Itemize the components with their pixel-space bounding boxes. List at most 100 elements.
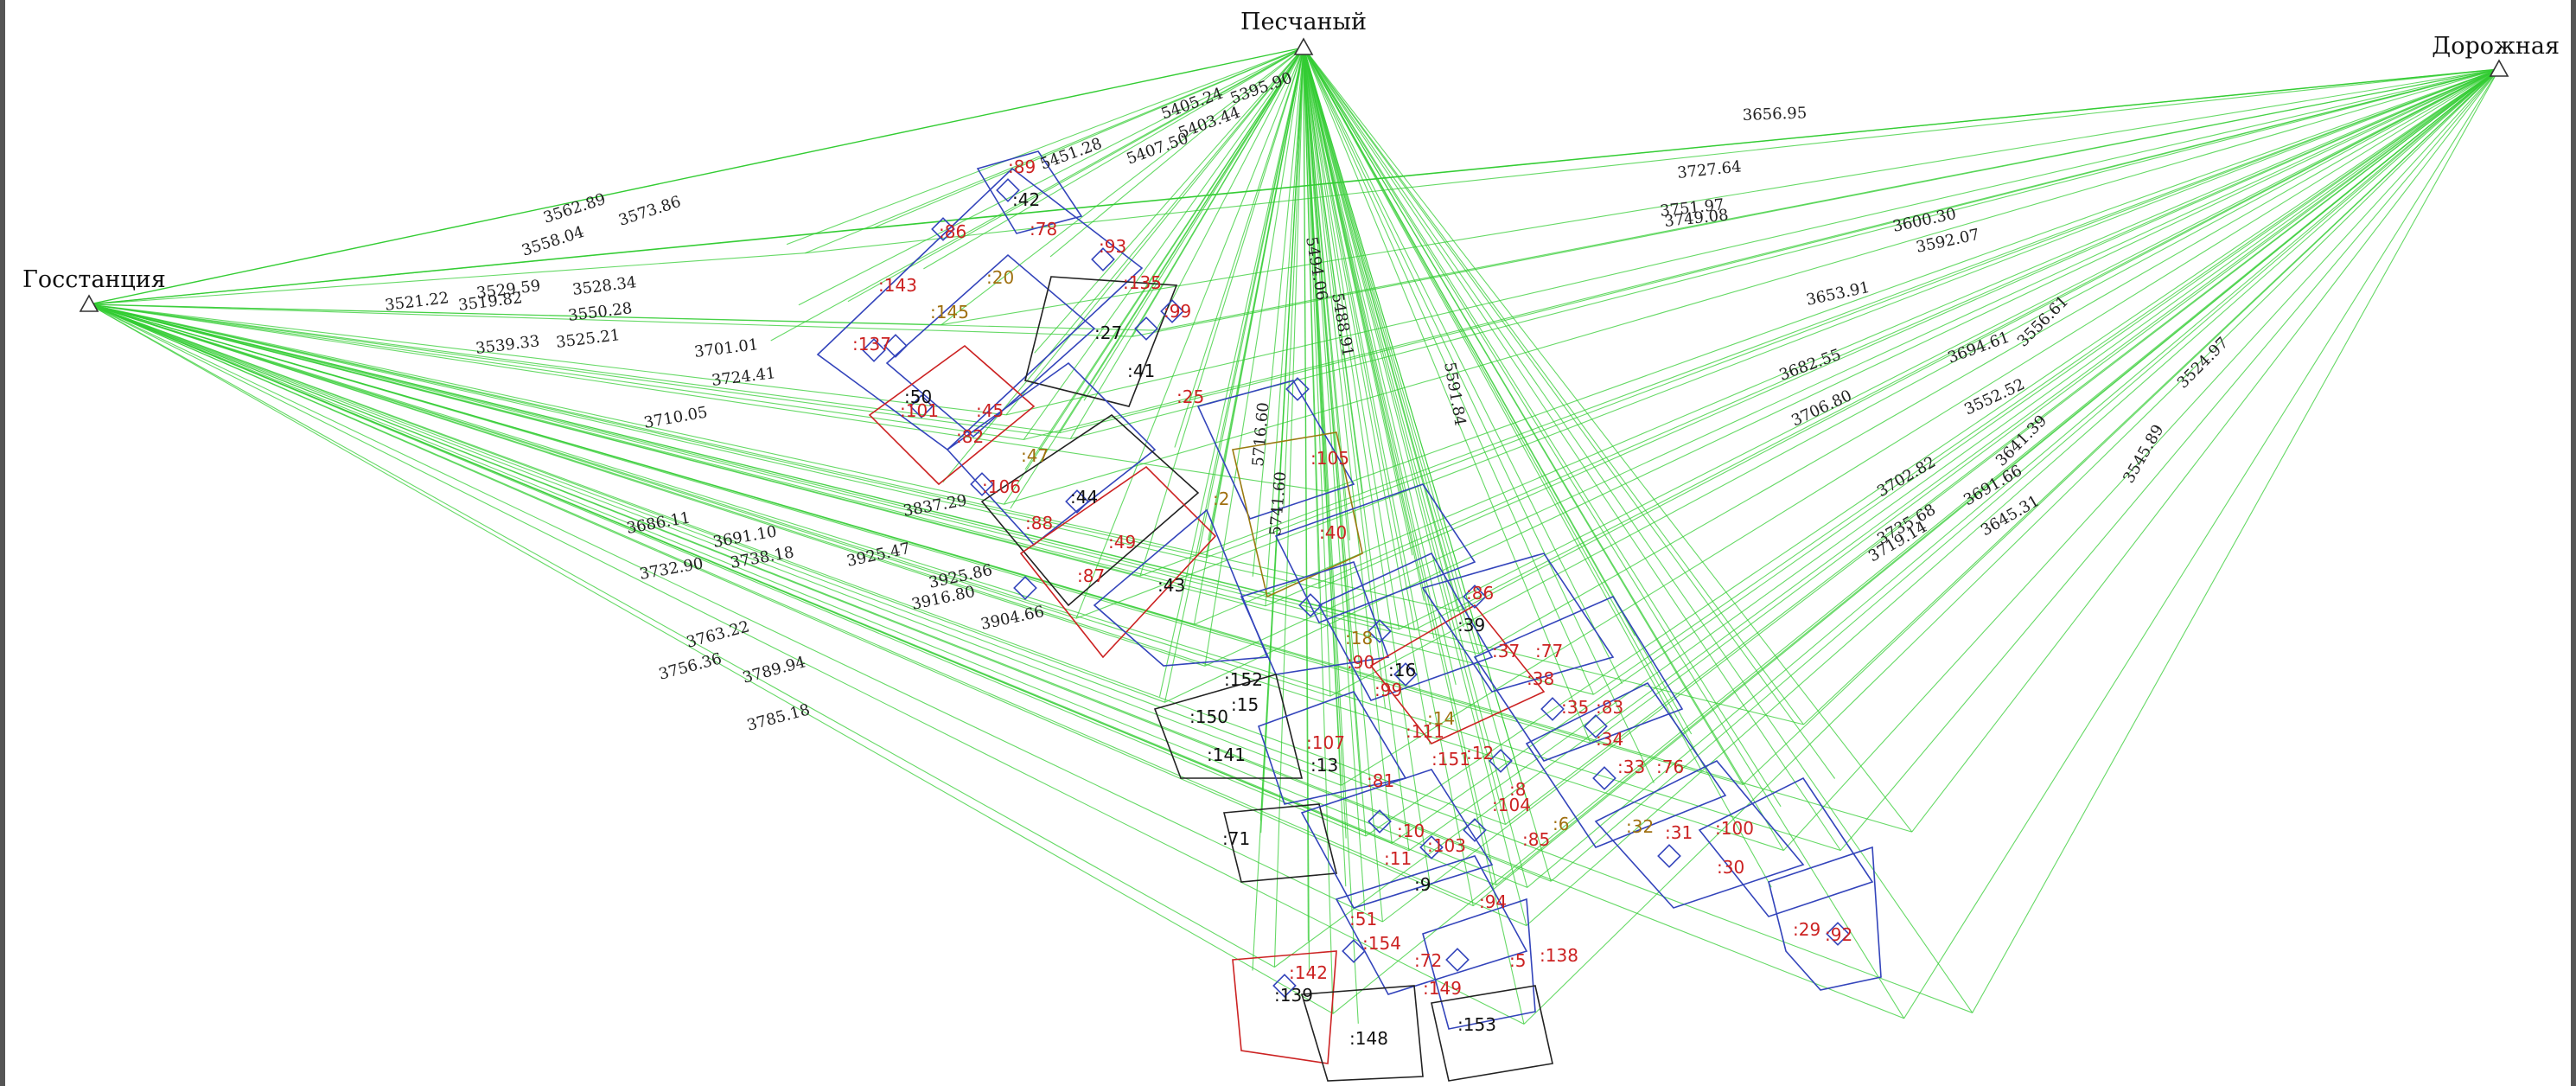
sight-line-pes — [1303, 47, 1331, 697]
parcel-labels: :89:42:86:78:93:143:145:20:135:137:27:99… — [852, 157, 1852, 1049]
sight-line-pes — [847, 47, 1304, 303]
point-marker — [1463, 818, 1487, 842]
sight-line-dor — [1070, 68, 2500, 440]
station-name: Госстанция — [22, 266, 166, 293]
parcel-label: :45 — [976, 400, 1004, 421]
parcel-label: :71 — [1222, 828, 1250, 849]
sight-line-dor — [1590, 68, 2500, 744]
sight-line-pes — [1303, 47, 1636, 636]
sight-line-dor — [1840, 68, 2500, 851]
parcel-outline — [1768, 846, 1882, 991]
parcel-label: :32 — [1626, 816, 1654, 837]
distance-label: 3738.18 — [729, 543, 795, 572]
distance-label: 3521.22 — [384, 289, 450, 315]
sight-line-pes — [1303, 47, 1410, 851]
sight-line-pes — [1303, 47, 1529, 806]
parcel-label: :103 — [1427, 835, 1466, 856]
distance-label: 3519.82 — [457, 289, 523, 315]
distance-label: 3573.86 — [616, 193, 683, 230]
sight-line-pes — [1303, 47, 1528, 888]
parcel-label: :142 — [1289, 962, 1328, 983]
sight-line-gos — [88, 303, 1415, 630]
parcel-label: :81 — [1367, 770, 1394, 791]
distance-label: 3701.01 — [693, 335, 759, 361]
parcel-label: :138 — [1540, 945, 1578, 966]
parcel-label: :9 — [1414, 874, 1431, 895]
parcel-outline — [868, 344, 1036, 486]
sight-line-gos — [88, 303, 1912, 833]
parcel-label: :76 — [1656, 757, 1684, 777]
parcel-label: :152 — [1224, 669, 1263, 690]
sight-line-dor — [1911, 68, 2500, 833]
sight-line-dor — [1903, 68, 2500, 1019]
parcel-label: :16 — [1388, 660, 1416, 680]
point-marker — [1592, 766, 1616, 790]
sight-line-pes — [805, 47, 1304, 254]
distance-label: 3682.55 — [1777, 346, 1844, 385]
parcel-label: :14 — [1427, 708, 1455, 729]
parcel-label: :77 — [1535, 641, 1563, 661]
sight-line-dor — [1593, 68, 2500, 695]
sight-line-dor — [1194, 68, 2500, 625]
sight-line-pes — [1303, 47, 1525, 1025]
distance-label: 5494.06 — [1302, 235, 1331, 302]
sight-line-pes — [1252, 47, 1304, 577]
distance-label: 3710.05 — [642, 403, 709, 432]
station-triangle-icon — [79, 294, 99, 312]
sight-line-gos — [88, 303, 1071, 440]
parcel-label: :148 — [1349, 1028, 1388, 1049]
point-marker — [883, 334, 908, 358]
parcel-label: :153 — [1457, 1014, 1496, 1035]
parcel-label: :105 — [1310, 448, 1349, 469]
sight-line-gos — [88, 303, 1458, 612]
sight-line-dor — [940, 68, 2500, 326]
sight-line-dor — [1803, 68, 2500, 725]
sight-line-pes — [1303, 47, 1474, 906]
distance-label: 3653.91 — [1805, 278, 1871, 310]
parcel-outline — [1222, 803, 1338, 883]
parcel-label: :18 — [1345, 628, 1373, 648]
parcel-outline — [1431, 985, 1553, 1082]
parcel-outline — [1369, 604, 1546, 744]
point-marker — [931, 217, 955, 241]
sight-line-gos — [88, 303, 1006, 416]
sight-line-gos — [88, 303, 1077, 619]
parcel-label: :154 — [1362, 933, 1401, 954]
sight-line-pes — [1283, 47, 1304, 508]
parcel-label: :33 — [1617, 757, 1645, 777]
distance-label: 3592.07 — [1915, 226, 1981, 257]
distance-label: 3656.95 — [1742, 104, 1807, 125]
sight-line-gos — [88, 303, 1383, 923]
sight-line-pes — [1303, 47, 1623, 684]
sight-line-gos — [88, 303, 1973, 1013]
parcel-outlines — [816, 150, 1882, 1082]
sight-line-dor — [1318, 68, 2500, 589]
point-marker — [1489, 749, 1513, 773]
sight-line-gos — [88, 303, 1506, 826]
sight-lines — [88, 47, 2500, 1025]
sight-line-dor — [1329, 68, 2500, 697]
sight-line-gos — [88, 303, 1141, 577]
parcel-label: :34 — [1596, 729, 1623, 750]
parcel-outline — [1335, 855, 1528, 995]
parcel-label: :15 — [1231, 694, 1259, 715]
sight-line-pes — [1303, 47, 1655, 783]
parcel-label: :44 — [1070, 487, 1098, 508]
sight-line-pes — [1303, 47, 1702, 771]
distance-label: 5407.50 — [1125, 130, 1191, 169]
sight-line-gos — [88, 303, 1904, 1019]
parcel-outline — [1698, 776, 1874, 917]
parcel-label: :42 — [1012, 189, 1040, 210]
parcel-label: :25 — [1176, 386, 1204, 407]
sight-line-pes — [1174, 47, 1304, 448]
sight-line-pes — [1004, 47, 1304, 505]
sight-line-gos — [88, 303, 1133, 337]
sight-line-dor — [1341, 68, 2500, 786]
sight-line-pes — [1303, 47, 1594, 695]
point-marker — [996, 178, 1020, 202]
distance-label: 3789.94 — [741, 653, 807, 687]
sight-line-pes — [1005, 47, 1304, 416]
sight-line-gos — [88, 303, 1497, 886]
parcel-outline — [1422, 898, 1536, 1030]
